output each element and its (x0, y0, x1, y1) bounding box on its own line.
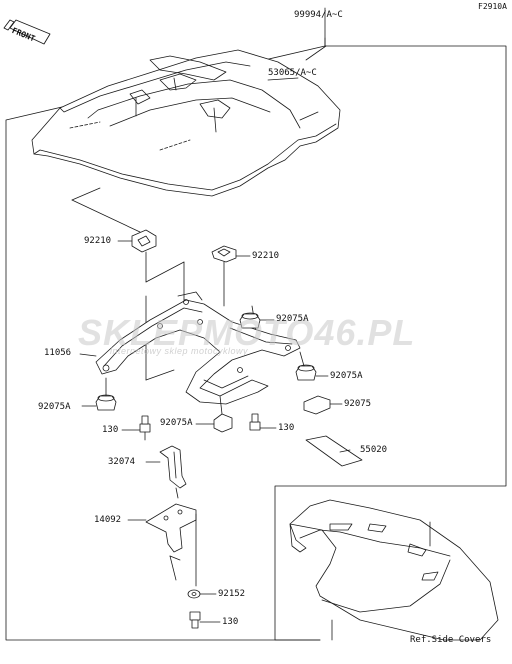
part-label-11056: 11056 (44, 348, 72, 358)
part-label-32074: 32074 (108, 457, 136, 467)
part-label-92210-left: 92210 (84, 236, 112, 246)
frame-line-right (274, 45, 507, 641)
ref-side-covers-label: Ref.Side Covers (410, 635, 492, 645)
bolt-130-bottom (189, 611, 201, 629)
pad-55020 (305, 435, 363, 467)
watermark-text: SKLEPMOTO46.PL (78, 312, 416, 353)
bolt-130-left (139, 415, 151, 441)
bracket-11056-part (95, 291, 301, 405)
part-label-92075A-top: 92075A (276, 314, 309, 324)
part-label-130-left: 130 (102, 425, 119, 435)
part-label-92075A-left: 92075A (38, 402, 71, 412)
seat-cover-part (31, 49, 341, 197)
damper-92075 (303, 395, 331, 415)
figure-code: F2910A (478, 2, 507, 11)
part-label-92210-right: 92210 (252, 251, 280, 261)
part-label-130-bottom: 130 (222, 617, 239, 627)
watermark-tagline: internetowy sklep motocyklowy (110, 346, 249, 356)
part-label-92075A-right: 92075A (330, 371, 363, 381)
front-arrow-icon (3, 19, 51, 45)
part-label-55020: 55020 (360, 445, 388, 455)
bolt-130-right (249, 413, 261, 431)
grommet-92075A-right (295, 364, 317, 381)
bracket-14092 (145, 503, 197, 553)
stay-32074 (159, 445, 187, 489)
clip-92210-right (211, 245, 237, 263)
part-label-130-right: 130 (278, 423, 295, 433)
grommet-92075A-bottom (213, 413, 233, 433)
part-label-92075: 92075 (344, 399, 372, 409)
part-label-92075A-bottom: 92075A (160, 418, 193, 428)
part-label-92152: 92152 (218, 589, 246, 599)
part-label-53065: 53065/A~C (268, 68, 317, 78)
part-label-99994: 99994/A~C (294, 10, 343, 20)
washer-92152 (187, 589, 201, 599)
part-label-14092: 14092 (94, 515, 122, 525)
tail-reference-part (289, 499, 499, 641)
clip-92210-left (131, 229, 157, 253)
grommet-92075A-left (95, 394, 117, 411)
